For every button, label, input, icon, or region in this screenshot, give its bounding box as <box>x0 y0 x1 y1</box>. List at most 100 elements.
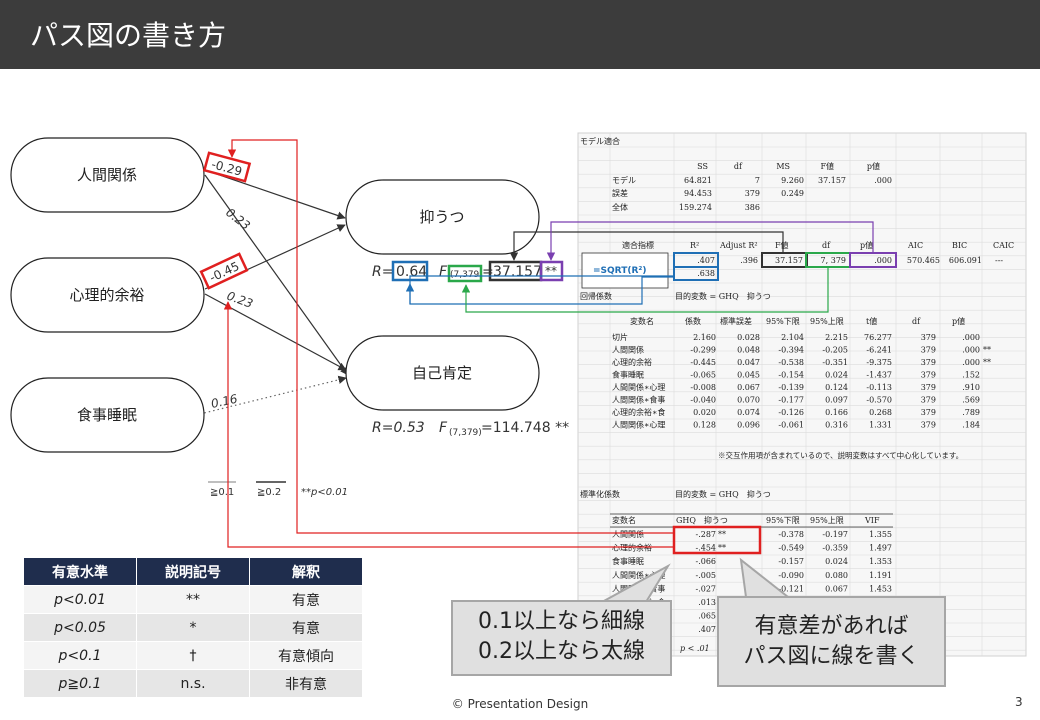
fi-header: p値 <box>860 240 873 250</box>
regression-cell: 379 <box>921 421 936 430</box>
standardized-footnote: p < .01 <box>680 644 710 653</box>
regression-header: 標準誤差 <box>720 316 752 326</box>
regression-cell: 人間関係∗食事 <box>612 395 665 405</box>
purple-connector <box>546 221 874 261</box>
regression-header: p値 <box>952 316 965 326</box>
regression-cell: .184 <box>962 421 980 430</box>
mf-cell: 7 <box>755 176 760 185</box>
f-label: F <box>439 264 448 280</box>
fi-value: .396 <box>740 256 758 265</box>
regression-header: t値 <box>866 316 877 326</box>
regression-cell: 0.124 <box>825 383 848 392</box>
regression-cell: 0.097 <box>825 396 848 405</box>
regression-cell: 1.331 <box>869 421 892 430</box>
regression-title: 回帰係数 <box>580 291 612 301</box>
legend-cell: † <box>136 641 250 670</box>
title-bar: パス図の書き方 <box>0 0 1040 69</box>
thin-line-key: ≧0.1 <box>210 487 234 498</box>
regression-cell: -0.351 <box>822 358 848 367</box>
regression-cell: -0.394 <box>778 346 804 355</box>
standardized-cell: 1.353 <box>869 557 892 566</box>
mf-header: MS <box>776 162 790 171</box>
standardized-cell: 1.453 <box>869 584 892 593</box>
regression-cell: 379 <box>921 333 936 342</box>
mf-header: F値 <box>820 161 834 171</box>
standardized-cell: 食事睡眠 <box>612 556 644 566</box>
regression-cell: 0.166 <box>825 408 848 417</box>
f-equals: = <box>482 264 494 280</box>
standardized-cell: -0.549 <box>778 544 804 553</box>
legend-header: 解釈 <box>249 557 363 586</box>
jiko-f-value: =114.748 ** <box>481 420 569 436</box>
legend-header: 説明記号 <box>136 557 250 586</box>
standardized-cell: -.005 <box>695 571 716 580</box>
mf-row-label: モデル <box>612 175 636 185</box>
legend-cell: * <box>136 613 250 642</box>
node-shinri-label: 心理的余裕 <box>69 286 144 304</box>
standardized-cell: ** <box>718 530 726 539</box>
coef-ningen-yokuutsu-box <box>202 151 252 183</box>
regression-cell: 379 <box>921 408 936 417</box>
regression-cell: -0.538 <box>778 358 804 367</box>
page-number: 3 <box>1015 695 1023 709</box>
legend-cell: p<0.05 <box>23 613 137 642</box>
standardized-header: 95%下限 <box>766 516 800 525</box>
standardized-cell: 1.191 <box>869 571 892 580</box>
fi-header: R² <box>690 241 699 250</box>
standardized-header: 変数名 <box>612 515 636 525</box>
thick-line-key: ≧0.2 <box>257 487 281 498</box>
regression-cell: .789 <box>962 408 980 417</box>
legend-row: p<0.01 ** 有意 <box>23 585 363 614</box>
fit-index-label: 適合指標 <box>622 240 654 250</box>
regression-cell: 379 <box>921 396 936 405</box>
legend-cell: 非有意 <box>249 669 363 698</box>
fi-header: F値 <box>775 240 789 250</box>
regression-cell: 0.045 <box>737 371 760 380</box>
path-ningen-yokuutsu <box>204 169 346 220</box>
regression-cell: 0.024 <box>825 371 848 380</box>
node-ningen-label: 人間関係 <box>77 166 137 184</box>
r-highlight <box>673 266 719 281</box>
regression-cell: .000 <box>962 358 980 367</box>
path-ningen-jiko <box>204 174 349 376</box>
node-shinri <box>10 257 205 333</box>
regression-cell: 0.070 <box>737 396 760 405</box>
fi-header: Adjust R² <box>719 241 758 250</box>
fi-value: .000 <box>874 256 892 265</box>
regression-cell: 0.020 <box>693 408 716 417</box>
regression-cell: .569 <box>962 396 980 405</box>
regression-cell: 人間関係 <box>612 346 644 355</box>
callout-sig-rule: 有意差があれば パス図に線を書く <box>717 596 946 687</box>
mf-cell: 0.249 <box>781 189 804 198</box>
mf-cell: 94.453 <box>684 189 712 198</box>
mf-header: df <box>734 162 743 171</box>
mf-cell: 379 <box>745 189 760 198</box>
regression-cell: 切片 <box>612 332 628 342</box>
standardized-cell: 人間関係∗心理 <box>612 571 665 580</box>
standardized-cell: 0.067 <box>825 584 848 593</box>
callout-line-rule-2: 0.2以上なら太線 <box>478 639 645 664</box>
regression-cell: -0.061 <box>778 421 804 430</box>
footer-credit: © Presentation Design <box>451 697 589 711</box>
regression-cell: -0.205 <box>822 346 848 355</box>
standardized-cell: -0.197 <box>822 530 848 539</box>
node-yokuutsu <box>345 179 540 255</box>
standardized-cell: -0.121 <box>778 584 804 593</box>
regression-cell: -0.177 <box>778 396 804 405</box>
regression-cell: 76.277 <box>864 333 892 342</box>
fi-header: AIC <box>907 241 923 250</box>
node-ningen <box>10 137 205 213</box>
regression-cell: 379 <box>921 371 936 380</box>
legend-cell: p<0.01 <box>23 585 137 614</box>
jiko-f-subscript: (7,379) <box>449 428 482 438</box>
regression-cell: -0.065 <box>690 371 716 380</box>
black-connector <box>509 231 784 261</box>
legend-cell: p<0.1 <box>23 641 137 670</box>
node-shokuji <box>10 377 205 453</box>
mf-row-label: 誤差 <box>612 188 628 198</box>
blue-connector <box>405 276 674 305</box>
regression-cell: 2.104 <box>781 333 804 342</box>
sig-box <box>539 260 564 282</box>
regression-cell: .152 <box>962 371 980 380</box>
